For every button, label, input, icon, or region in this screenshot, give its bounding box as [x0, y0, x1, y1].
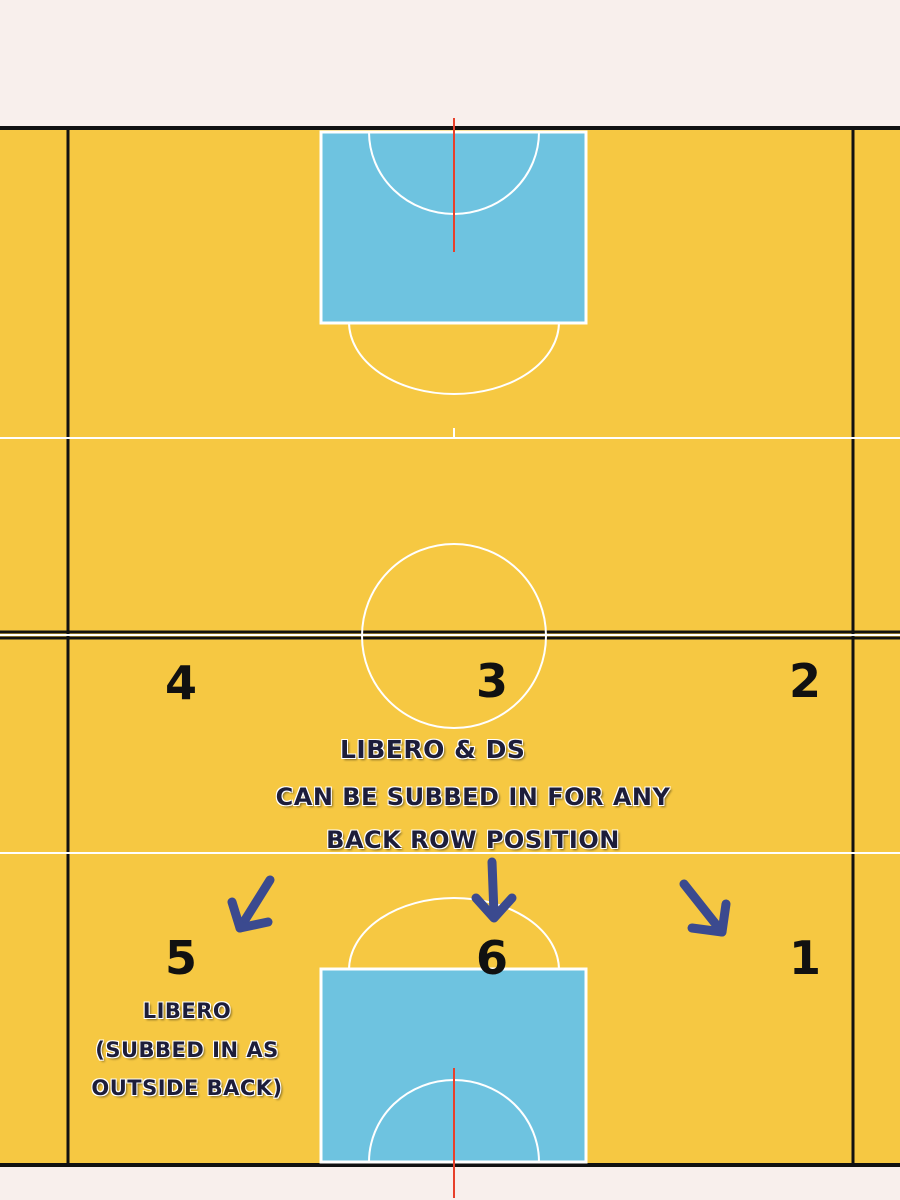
libero-detail-line-2: outside back)	[91, 1076, 283, 1100]
note-line-2: Can be subbed in for any	[275, 783, 671, 811]
position-1-label: 1	[788, 931, 822, 985]
libero-detail-line-1: (Subbed in as	[95, 1038, 279, 1062]
libero-label: Libero	[142, 999, 232, 1023]
arrow-to-6	[471, 857, 517, 923]
position-6-label: 6	[475, 931, 509, 985]
arrow-to-5	[227, 875, 275, 933]
arrow-to-1	[679, 879, 731, 937]
note-line-1: Libero & DS	[340, 735, 526, 764]
note-line-3: back row position	[326, 826, 620, 854]
position-2-label: 2	[788, 654, 822, 708]
position-3-label: 3	[475, 654, 509, 708]
upper-arc	[348, 321, 560, 395]
lower-arc	[348, 897, 560, 971]
position-5-label: 5	[164, 931, 198, 985]
center-circle	[361, 543, 547, 729]
position-4-label: 4	[164, 656, 198, 710]
